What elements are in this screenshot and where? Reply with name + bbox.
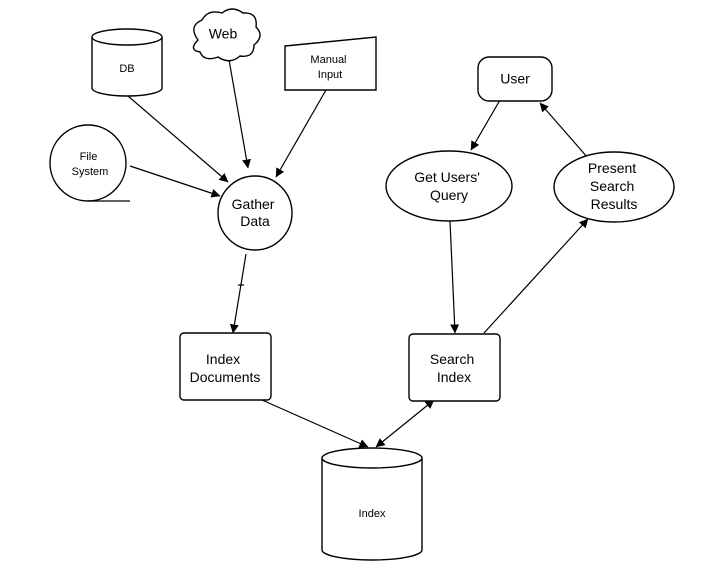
index-label: Index: [359, 508, 386, 520]
edge-web-to-gather-data: [227, 53, 251, 169]
get-users-query-label-line1: Get Users': [414, 169, 480, 185]
db-label: DB: [119, 63, 134, 75]
node-gather-data: Gather Data: [217, 175, 293, 286]
search-index-box: [408, 333, 501, 402]
present-search-results-label: Present Search Results: [588, 160, 640, 212]
node-present-search-results: Present Search Results: [553, 151, 675, 223]
node-index-documents: Index Documents: [179, 332, 272, 401]
edge-db-to-gather-data: [127, 95, 229, 183]
web-label: Web: [209, 26, 238, 42]
present-search-results-label-line1: Present: [588, 160, 636, 176]
edge-user-to-get-users-query: [470, 99, 501, 151]
gather-data-label-line2: Data: [240, 213, 270, 229]
get-users-query-label-line2: Query: [430, 187, 468, 203]
edge-gather-data-to-index-documents: [229, 253, 247, 334]
manual-input-shape: [284, 36, 377, 91]
node-search-index: Search Index: [408, 333, 501, 402]
file-system-label-line2: System: [72, 166, 109, 178]
db-cylinder-shape: [91, 37, 163, 97]
index-cylinder-shape: [321, 458, 423, 561]
present-search-results-ellipse: [553, 151, 675, 223]
manual-input-label: Manual Input: [310, 54, 349, 81]
gather-data-label: Gather Data: [232, 196, 279, 229]
node-db: DB: [91, 28, 163, 97]
node-web: Web: [192, 8, 261, 62]
user-label: User: [500, 71, 530, 87]
file-system-circle: [49, 124, 127, 202]
file-system-label: File System: [72, 151, 109, 178]
search-index-label: Search Index: [430, 351, 478, 385]
node-get-users-query: Get Users' Query: [385, 150, 513, 222]
search-index-label-line1: Search: [430, 351, 474, 367]
search-index-label-line2: Index: [437, 369, 471, 385]
manual-input-label-line2: Input: [318, 69, 342, 81]
edge-present-results-to-user: [539, 102, 589, 159]
node-user: User: [477, 56, 553, 102]
edge-index-documents-to-index: [261, 399, 369, 448]
node-manual-input: Manual Input: [284, 36, 377, 91]
index-documents-box: [179, 332, 272, 401]
gather-data-circle: [217, 175, 293, 251]
edge-manual-input-to-gather-data: [275, 89, 327, 178]
index-documents-label-line2: Documents: [190, 369, 261, 385]
user-box: [477, 56, 553, 102]
present-search-results-label-line2: Search: [590, 178, 634, 194]
edge-search-index-index-bidirectional: [375, 399, 435, 448]
node-file-system: File System: [49, 124, 130, 202]
gather-data-label-line1: Gather: [232, 196, 275, 212]
db-cylinder-top: [91, 28, 163, 46]
edges: [127, 53, 589, 448]
index-documents-label-line1: Index: [206, 351, 240, 367]
present-search-results-label-line3: Results: [591, 196, 638, 212]
file-system-label-line1: File: [80, 151, 98, 163]
node-index: Index: [321, 447, 423, 561]
index-cylinder-top: [321, 447, 423, 469]
edge-get-users-query-to-search-index: [449, 220, 460, 334]
get-users-query-ellipse: [385, 150, 513, 222]
index-documents-label: Index Documents: [190, 351, 261, 385]
manual-input-label-line1: Manual: [310, 54, 346, 66]
web-cloud-shape: [192, 8, 261, 62]
edge-file-system-to-gather-data: [129, 165, 221, 198]
get-users-query-label: Get Users' Query: [414, 169, 484, 203]
edge-search-index-to-present-results: [483, 218, 589, 334]
